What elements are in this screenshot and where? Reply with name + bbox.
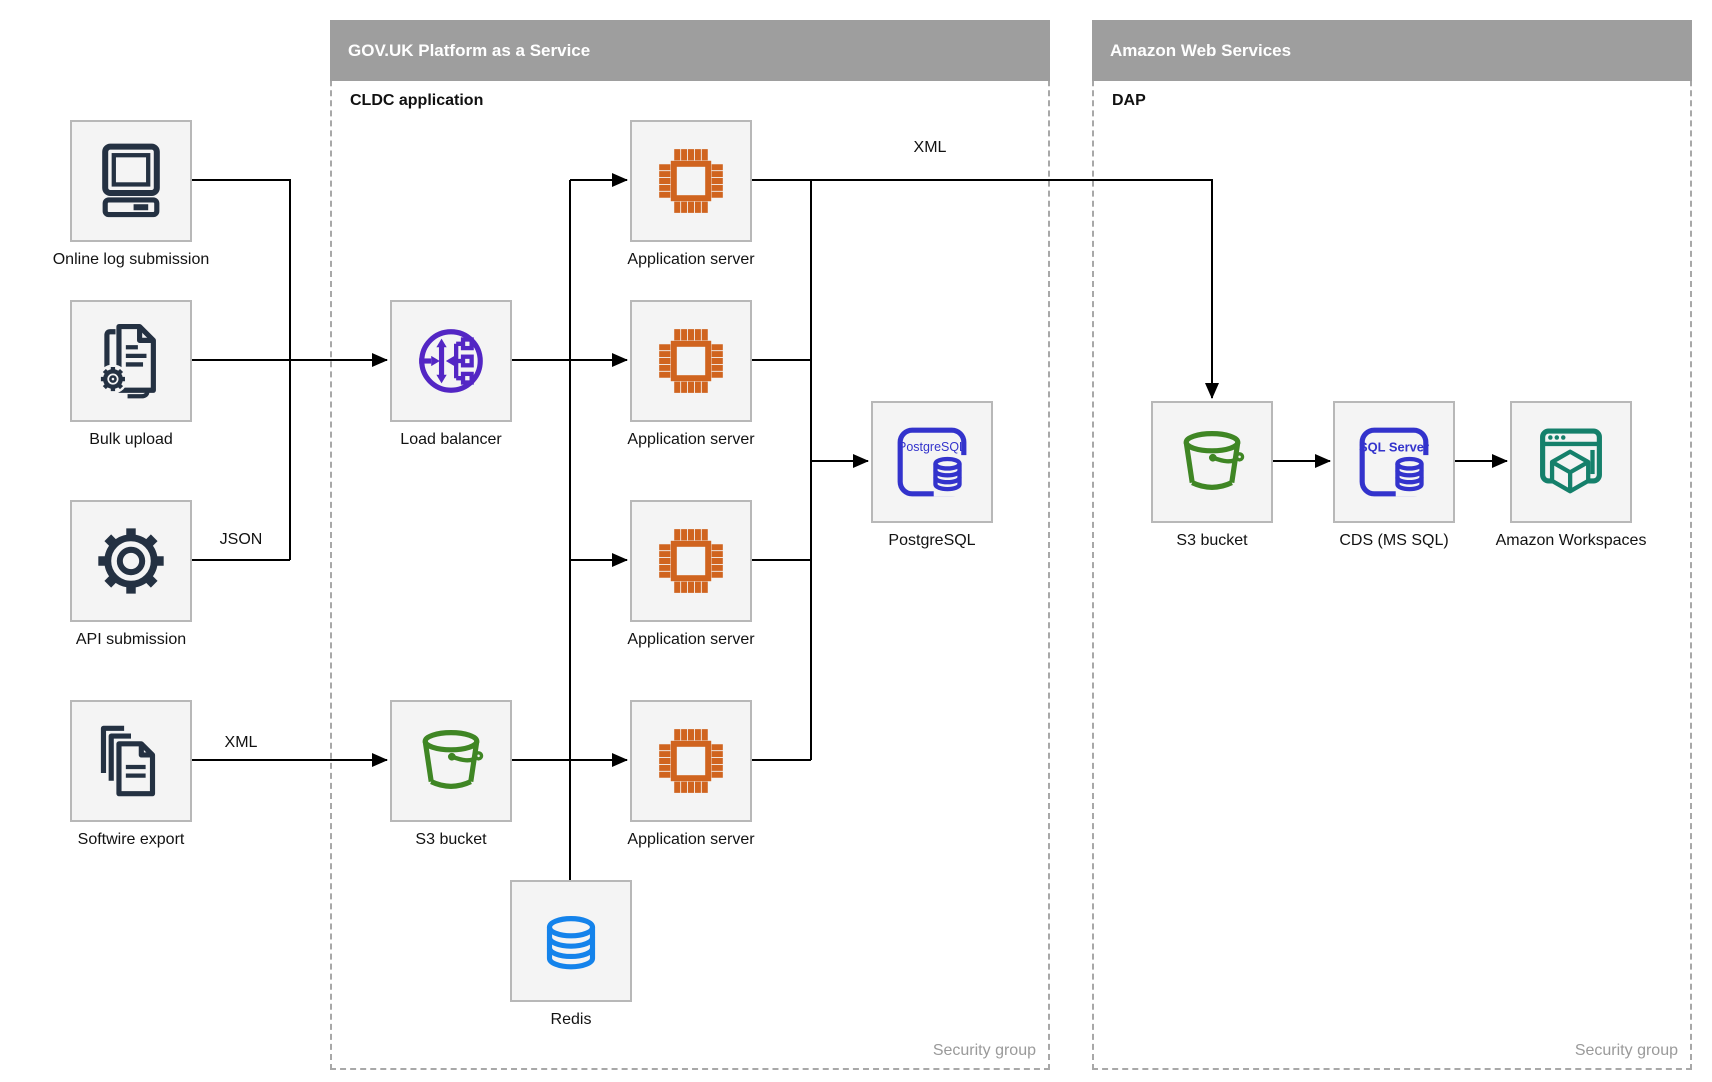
node-label: S3 bucket xyxy=(1176,532,1248,549)
node-label: CDS (MS SQL) xyxy=(1339,532,1449,549)
chip-icon xyxy=(648,718,734,804)
cldc-application-label: CLDC application xyxy=(350,92,484,109)
node-cds-ms-sql: SQL Server xyxy=(1333,401,1455,523)
edge-onlinelog-junction xyxy=(192,179,291,560)
svg-text:PostgreSQL: PostgreSQL xyxy=(898,440,966,454)
node-label: PostgreSQL xyxy=(888,532,976,549)
node-label: Load balancer xyxy=(400,431,502,448)
container-govuk-paas-title: GOV.UK Platform as a Service xyxy=(348,41,591,60)
document-gear-icon xyxy=(88,318,174,404)
node-label: Redis xyxy=(550,1011,592,1028)
documents-stack-icon xyxy=(88,718,174,804)
node-label: S3 bucket xyxy=(415,831,487,848)
node-redis xyxy=(510,880,632,1002)
edge-app1-to-aws-s3 xyxy=(752,179,1219,399)
container-govuk-paas: GOV.UK Platform as a Service CLDC applic… xyxy=(330,20,1050,1070)
svg-text:SQL Server: SQL Server xyxy=(1359,440,1429,455)
node-label: API submission xyxy=(75,631,187,648)
node-label: Bulk upload xyxy=(89,431,173,448)
node-application-server-2 xyxy=(630,300,752,422)
node-load-balancer xyxy=(390,300,512,422)
bucket-icon xyxy=(408,718,494,804)
node-label: Application server xyxy=(627,631,755,648)
gear-icon xyxy=(88,518,174,604)
chip-icon xyxy=(648,138,734,224)
node-softwire-export xyxy=(70,700,192,822)
security-group-label: Security group xyxy=(932,1042,1036,1059)
xml-edge-label: XML xyxy=(220,734,262,752)
desktop-computer-icon xyxy=(88,138,174,224)
database-cylinder-icon xyxy=(528,898,614,984)
load-balancer-icon xyxy=(408,318,494,404)
node-application-server-3 xyxy=(630,500,752,622)
container-aws-title: Amazon Web Services xyxy=(1110,41,1292,60)
node-online-log-submission xyxy=(70,120,192,242)
json-edge-label: JSON xyxy=(215,531,267,549)
container-aws: Amazon Web Services DAP Security group xyxy=(1092,20,1692,1070)
node-label: Softwire export xyxy=(77,831,185,848)
xml-edge-label: XML xyxy=(909,139,951,157)
container-aws-header: Amazon Web Services xyxy=(1092,20,1692,81)
node-postgresql: PostgreSQL xyxy=(871,401,993,523)
node-label: Application server xyxy=(627,831,755,848)
node-application-server-4 xyxy=(630,700,752,822)
node-aws-s3-bucket xyxy=(1151,401,1273,523)
security-group-label: Security group xyxy=(1574,1042,1678,1059)
chip-icon xyxy=(648,318,734,404)
node-api-submission xyxy=(70,500,192,622)
node-paas-s3-bucket xyxy=(390,700,512,822)
node-bulk-upload xyxy=(70,300,192,422)
workspaces-window-cube-icon xyxy=(1528,419,1614,505)
node-label: Amazon Workspaces xyxy=(1495,532,1647,549)
container-govuk-paas-header: GOV.UK Platform as a Service xyxy=(330,20,1050,81)
bucket-icon xyxy=(1169,419,1255,505)
dap-label: DAP xyxy=(1112,92,1146,109)
node-label: Application server xyxy=(627,431,755,448)
chip-icon xyxy=(648,518,734,604)
sql-server-database-icon: SQL Server xyxy=(1351,419,1437,505)
node-label: Online log submission xyxy=(52,251,210,268)
node-application-server-1 xyxy=(630,120,752,242)
node-label: Application server xyxy=(627,251,755,268)
node-amazon-workspaces xyxy=(1510,401,1632,523)
postgresql-database-icon: PostgreSQL xyxy=(889,419,975,505)
